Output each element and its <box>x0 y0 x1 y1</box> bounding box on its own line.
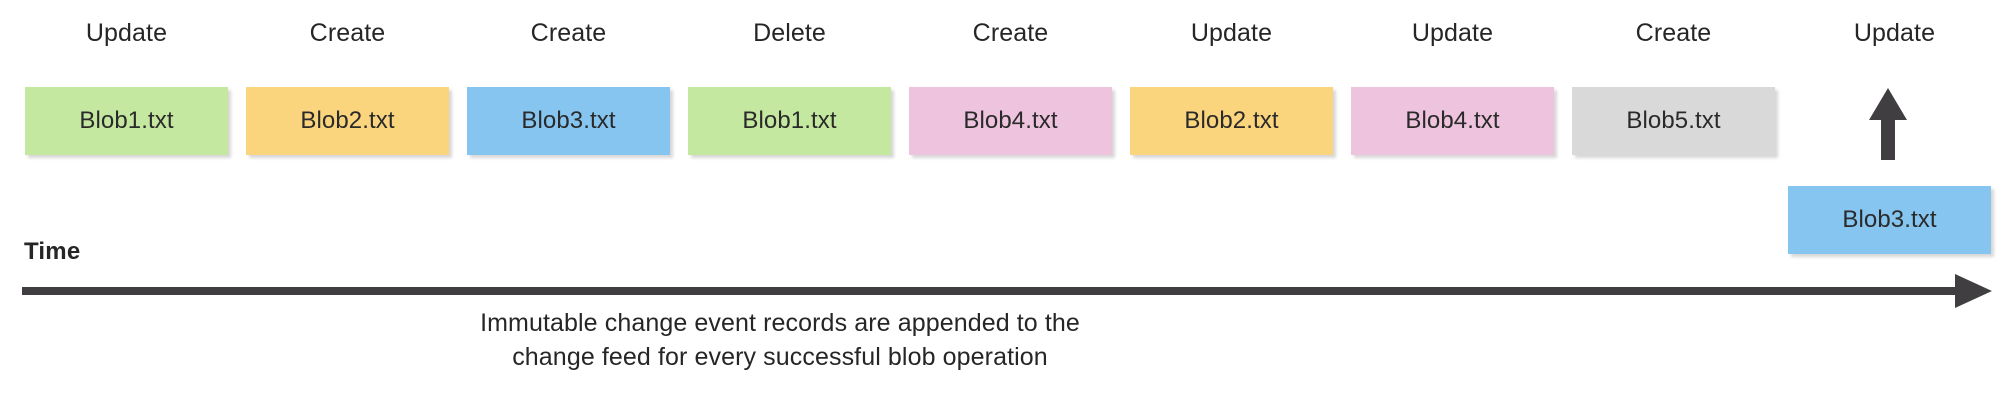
caption-line-1: Immutable change event records are appen… <box>480 309 1080 337</box>
time-axis-label: Time <box>24 238 81 265</box>
blob-box-pending: Blob3.txt <box>1788 186 1991 254</box>
change-event-6: Update Blob4.txt <box>1351 18 1554 155</box>
blob-box-5: Blob2.txt <box>1130 87 1333 155</box>
operation-label-5: Update <box>1190 19 1273 47</box>
change-event-0: Update Blob1.txt <box>25 18 228 155</box>
change-event-4: Create Blob4.txt <box>909 18 1112 155</box>
append-up-arrow-icon <box>1862 86 1914 162</box>
blob-name-4: Blob4.txt <box>963 107 1058 134</box>
change-event-1: Create Blob2.txt <box>246 18 449 155</box>
blob-box-0: Blob1.txt <box>25 87 228 155</box>
time-axis-arrow-icon <box>20 272 1995 312</box>
blob-box-2: Blob3.txt <box>467 87 670 155</box>
operation-label-2: Create <box>530 19 607 47</box>
blob-name-5: Blob2.txt <box>1184 107 1279 134</box>
operation-label-0: Update <box>85 19 168 47</box>
change-event-2: Create Blob3.txt <box>467 18 670 155</box>
change-event-strip: Update Blob1.txt Create Blob2.txt Create… <box>25 18 1991 168</box>
blob-name-2: Blob3.txt <box>521 107 616 134</box>
operation-label-1: Create <box>309 19 386 47</box>
operation-label-3: Delete <box>753 19 826 47</box>
diagram-caption: Immutable change event records are appen… <box>380 306 1180 374</box>
blob-name-7: Blob5.txt <box>1626 107 1721 134</box>
change-event-5: Update Blob2.txt <box>1130 18 1333 155</box>
operation-label-6: Update <box>1411 19 1494 47</box>
blob-name-6: Blob4.txt <box>1405 107 1500 134</box>
operation-label-7: Create <box>1635 19 1712 47</box>
blob-name-3: Blob1.txt <box>742 107 837 134</box>
blob-name-pending: Blob3.txt <box>1842 206 1937 233</box>
blob-name-0: Blob1.txt <box>79 107 174 134</box>
blob-box-6: Blob4.txt <box>1351 87 1554 155</box>
change-event-pending: Update <box>1793 18 1996 50</box>
operation-label-4: Create <box>972 19 1049 47</box>
change-event-3: Delete Blob1.txt <box>688 18 891 155</box>
blob-box-1: Blob2.txt <box>246 87 449 155</box>
blob-box-4: Blob4.txt <box>909 87 1112 155</box>
caption-line-2: change feed for every successful blob op… <box>512 343 1048 371</box>
blob-box-3: Blob1.txt <box>688 87 891 155</box>
blob-name-1: Blob2.txt <box>300 107 395 134</box>
operation-label-pending: Update <box>1853 19 1936 47</box>
change-event-7: Create Blob5.txt <box>1572 18 1775 155</box>
blob-box-7: Blob5.txt <box>1572 87 1775 155</box>
